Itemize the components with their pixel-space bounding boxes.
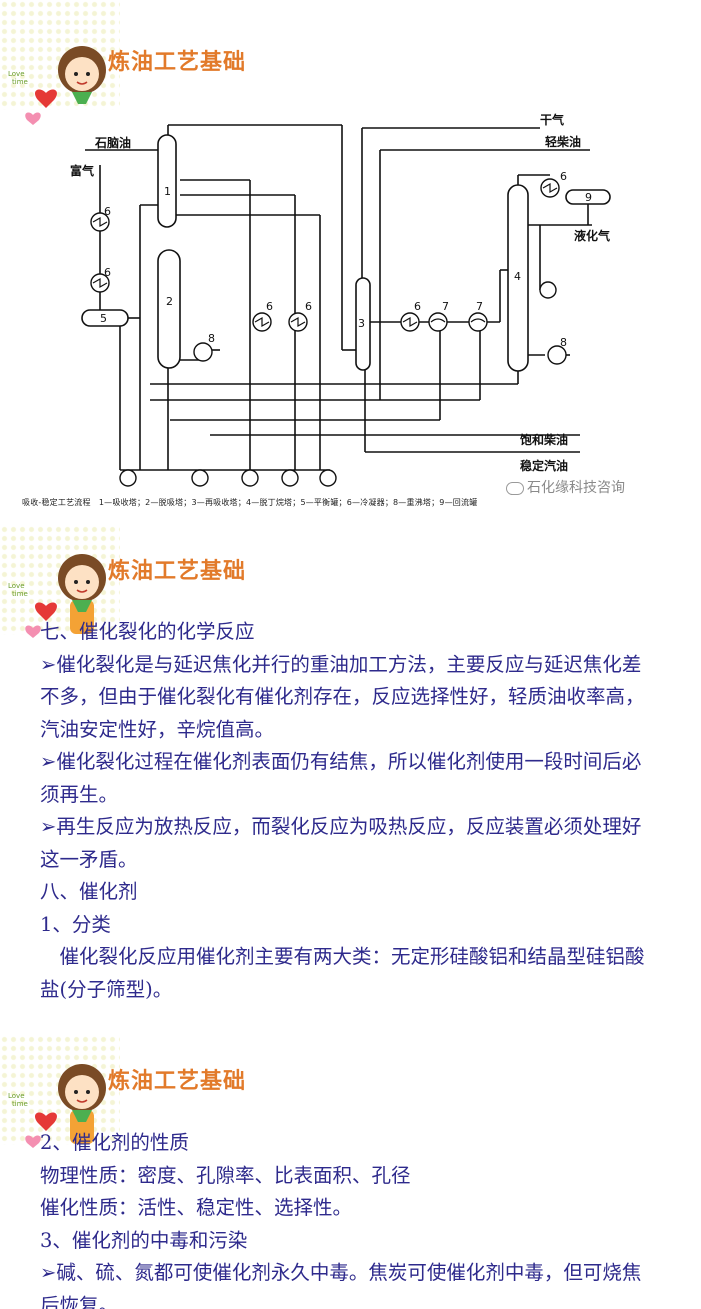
svg-text:Love: Love: [8, 70, 25, 78]
num-3: 3: [358, 317, 365, 330]
exchanger-icon: [468, 312, 488, 332]
watermark: 石化缘科技咨询: [506, 477, 625, 497]
pump-icon: [119, 469, 137, 487]
slide-1: Love time 炼油工艺基础: [0, 0, 701, 520]
pump-icon: [191, 469, 209, 487]
label-naphtha: 石脑油: [94, 135, 131, 150]
num-6: 6: [560, 170, 567, 183]
slide-2: Love time 炼油工艺基础 七、催化裂化的化学反应 ➢催化裂化是与延迟焦化…: [0, 520, 701, 1025]
reboiler-icon: [193, 342, 213, 362]
body-line: 催化性质：活性、稳定性、选择性。: [40, 1196, 353, 1219]
label-dry-gas: 干气: [540, 112, 564, 127]
num-6: 6: [104, 205, 111, 218]
exchanger-icon: [428, 312, 448, 332]
girl-mascot-icon: Love time: [8, 1064, 106, 1148]
pump-icon: [241, 469, 259, 487]
section-heading: 七、催化裂化的化学反应: [40, 620, 255, 643]
bullet-paragraph: ➢催化裂化是与延迟焦化并行的重油加工方法，主要反应与延迟焦化差不多，但由于催化裂…: [40, 652, 645, 741]
num-7: 7: [476, 300, 483, 313]
bullet-paragraph: ➢再生反应为放热反应，而裂化反应为吸热反应，反应装置必须处理好这一矛盾。: [40, 815, 642, 871]
subsection-heading: 3、催化剂的中毒和污染: [40, 1228, 248, 1252]
slide-body: 七、催化裂化的化学反应 ➢催化裂化是与延迟焦化并行的重油加工方法，主要反应与延迟…: [40, 616, 650, 1006]
num-5: 5: [100, 312, 107, 325]
girl-mascot-icon: Love time: [8, 554, 106, 638]
num-7: 7: [442, 300, 449, 313]
label-saturated-diesel: 饱和柴油: [520, 432, 568, 447]
num-4: 4: [514, 270, 521, 283]
diagram-caption: 吸收-稳定工艺流程 1—吸收塔；2—脱吸塔；3—再吸收塔；4—脱丁烷塔；5—平衡…: [22, 498, 478, 507]
reboiler-icon: [547, 345, 567, 365]
pump-icon: [539, 281, 557, 299]
label-light-diesel: 轻柴油: [545, 134, 581, 149]
body-paragraph: 催化裂化反应用催化剂主要有两大类：无定形硅酸铝和结晶型硅铝酸盐(分子筛型)。: [40, 945, 645, 1001]
num-9: 9: [585, 191, 592, 204]
num-1: 1: [164, 185, 171, 198]
slide-body: 2、催化剂的性质 物理性质：密度、孔隙率、比表面积、孔径 催化性质：活性、稳定性…: [40, 1127, 650, 1309]
svg-text:time: time: [12, 590, 28, 598]
num-6: 6: [104, 266, 111, 279]
slide-title: 炼油工艺基础: [108, 50, 247, 75]
num-6: 6: [414, 300, 421, 313]
absorption-stabilization-diagram: 石脑油 富气 干气 轻柴油 液化气 饱和柴油 稳定汽油 1 2 3 4 5 6 …: [70, 112, 611, 487]
pump-icon: [281, 469, 299, 487]
svg-text:Love: Love: [8, 1092, 25, 1100]
label-stable-gasoline: 稳定汽油: [520, 458, 568, 473]
num-8: 8: [560, 336, 567, 349]
wechat-icon: [506, 481, 524, 495]
svg-text:Love: Love: [8, 582, 25, 590]
slide-title: 炼油工艺基础: [108, 559, 247, 584]
label-lpg: 液化气: [574, 228, 610, 243]
body-line: 物理性质：密度、孔隙率、比表面积、孔径: [40, 1163, 411, 1187]
svg-text:time: time: [12, 1100, 28, 1108]
num-2: 2: [166, 295, 173, 308]
num-6: 6: [266, 300, 273, 313]
label-rich-gas: 富气: [70, 163, 94, 178]
bullet-paragraph: ➢催化裂化过程在催化剂表面仍有结焦，所以催化剂使用一段时间后必须再生。: [40, 750, 642, 806]
section-heading: 八、催化剂: [40, 880, 138, 903]
slide-title: 炼油工艺基础: [108, 1069, 247, 1094]
pump-icon: [319, 469, 337, 487]
num-6: 6: [305, 300, 312, 313]
girl-mascot-icon: Love time: [8, 46, 106, 125]
absorber-column: [157, 134, 177, 228]
desorber-column: [157, 249, 181, 369]
subsection-heading: 1、分类: [40, 912, 111, 936]
reabsorber-column: [355, 277, 371, 371]
svg-text:time: time: [12, 78, 28, 86]
num-8: 8: [208, 332, 215, 345]
bullet-paragraph: ➢碱、硫、氮都可使催化剂永久中毒。焦炭可使催化剂中毒，但可烧焦后恢复。: [40, 1261, 642, 1309]
subsection-heading: 2、催化剂的性质: [40, 1131, 189, 1154]
slide-3: Love time 炼油工艺基础 2、催化剂的性质 物理性质：密度、孔隙率、比表…: [0, 1030, 701, 1309]
